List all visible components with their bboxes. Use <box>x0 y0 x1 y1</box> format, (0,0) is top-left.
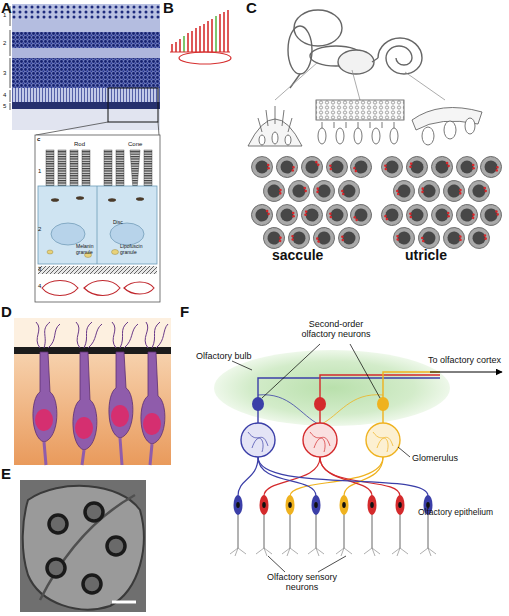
inner-ear-sketch <box>275 10 445 100</box>
structure-label: Olfactory bulb <box>196 352 252 362</box>
panel-letter: E <box>1 466 11 483</box>
layer-number: 5 <box>3 103 6 110</box>
layer-number: 4 <box>38 283 41 290</box>
panel-letter: C <box>246 0 257 17</box>
utricle-grid <box>379 154 505 251</box>
structure-label: Rod <box>74 141 85 148</box>
retina-micrograph <box>10 4 160 135</box>
structure-label: Glomerulus <box>412 454 458 464</box>
layer-number: 1 <box>3 12 6 19</box>
retina-inset <box>35 135 160 302</box>
layer-number: 2 <box>38 226 41 233</box>
leader-lines <box>232 344 410 572</box>
organ-label: utricle <box>405 248 447 263</box>
layer-number: 1 <box>38 168 41 175</box>
layer-number: 2 <box>3 40 6 47</box>
panel-letter: F <box>180 304 189 321</box>
cilia-micrograph <box>20 480 146 612</box>
glomeruli <box>241 423 400 457</box>
olfactory-bulb-area <box>214 350 450 426</box>
structure-label: Cone <box>128 141 142 148</box>
organ-label: saccule <box>272 248 323 263</box>
layer-number: 3 <box>38 266 41 273</box>
bar-sketch <box>170 10 231 64</box>
saccule-grid <box>249 153 376 251</box>
panel-letter: A <box>1 0 12 17</box>
epithelium-drawing <box>14 318 171 465</box>
panel-letter: B <box>163 0 174 17</box>
hair-cell-sketches <box>248 100 482 146</box>
structure-label: Second-order olfactory neurons <box>296 320 376 340</box>
structure-label: Olfactory epithelium <box>418 508 493 517</box>
structure-label: Disc <box>113 220 123 226</box>
structure-label: Melanin granule <box>76 244 104 255</box>
structure-label: To olfactory cortex <box>428 356 501 366</box>
panel-letter: c <box>37 136 40 143</box>
layer-number: 3 <box>3 70 6 77</box>
panel-letter: D <box>1 304 12 321</box>
structure-label: Lipofuscin granule <box>120 244 150 255</box>
second-order-neurons <box>252 372 502 425</box>
sensory-neurons <box>230 457 436 556</box>
structure-label: Olfactory sensory neurons <box>264 573 340 593</box>
layer-number: 4 <box>3 92 6 99</box>
